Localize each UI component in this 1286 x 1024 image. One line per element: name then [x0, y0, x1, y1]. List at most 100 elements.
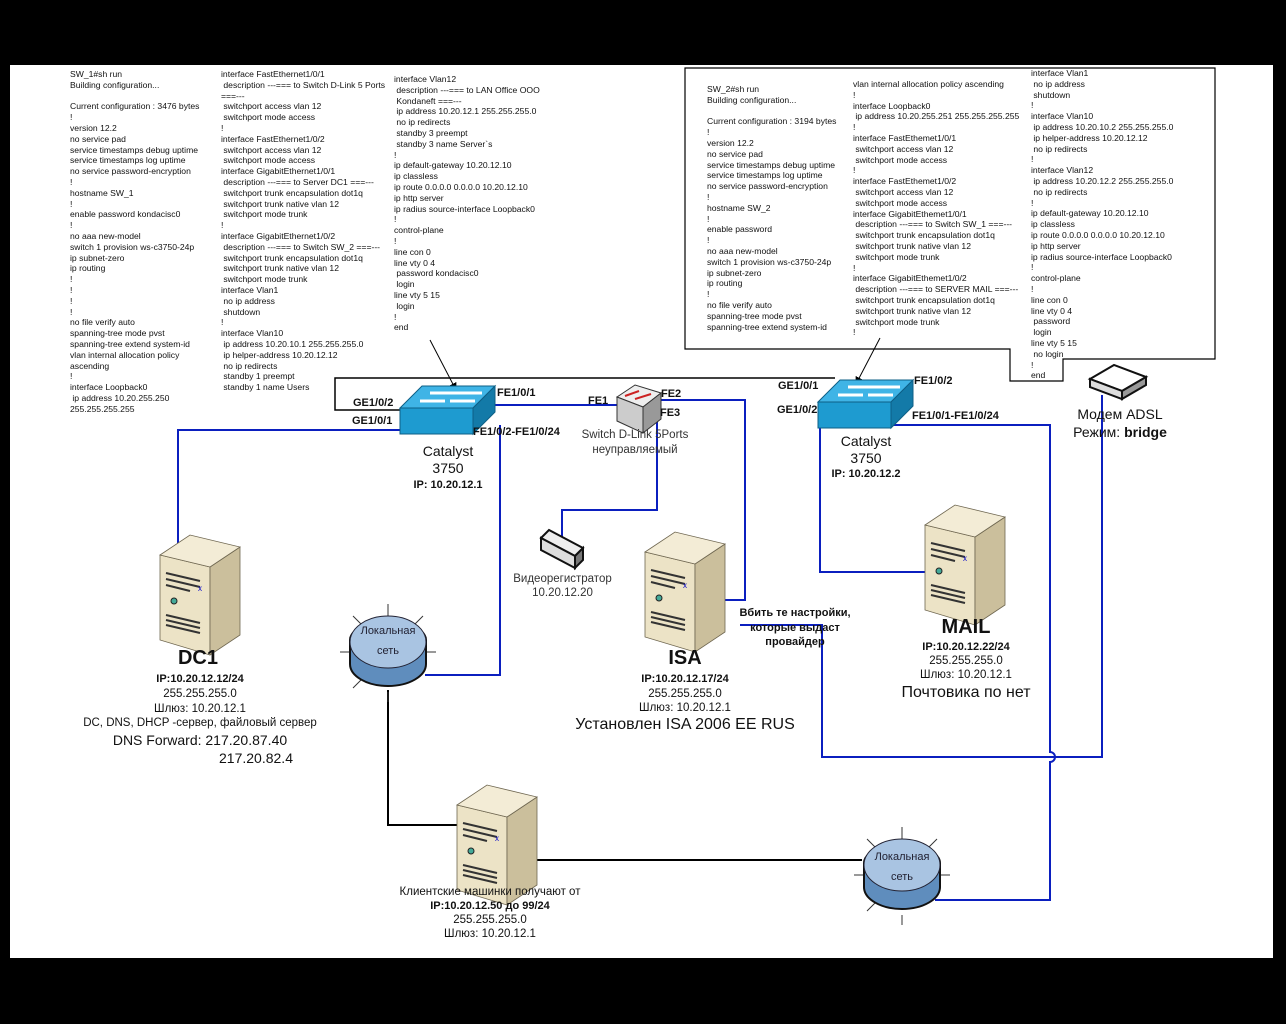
mail-ip: IP:10.20.12.22/24: [922, 641, 1010, 653]
config-line: ip address 10.20.12.2 255.255.255.0: [1031, 175, 1174, 186]
isa-mask: 255.255.255.0: [648, 688, 722, 700]
config-line: ​: [707, 106, 836, 117]
config-line: line con 0: [394, 246, 431, 257]
config-line: !: [707, 235, 710, 246]
config-line: switchport access vlan 12: [221, 144, 322, 155]
isa-note: Установлен ISA 2006 EE RUS: [575, 716, 795, 733]
config-line: no service pad: [70, 133, 126, 144]
config-line: !: [853, 122, 856, 133]
config-line: interface FastEthemet1/0/2: [853, 176, 957, 187]
config-line: ip helper-address 10.20.12.12: [221, 349, 338, 360]
isa-name: ISA: [668, 647, 702, 669]
dc1-mask: 255.255.255.0: [163, 688, 237, 700]
config-line: service timestamps debug uptime: [70, 144, 199, 155]
config-line: ip default-gateway 10.20.12.10: [394, 160, 512, 171]
config-line: ip routing: [707, 278, 743, 289]
modem-mode-label: Режим:: [1073, 424, 1121, 440]
config-line: Building configuration...: [707, 94, 797, 105]
link-sw2-mail: [819, 425, 940, 573]
config-line: standby 3 preempt: [394, 127, 468, 138]
config-line: !: [707, 127, 710, 138]
dc1-server-icon[interactable]: [159, 534, 241, 656]
config-line: no ip address: [1031, 78, 1085, 89]
sw1-name: Catalyst: [422, 443, 474, 459]
config-line: line vty 0 4: [1031, 305, 1073, 316]
config-line: interface FastEthemet1/0/1: [853, 132, 957, 143]
config-line: vlan internal allocation policy: [70, 349, 180, 360]
config-line: no aaa new-model: [707, 245, 778, 256]
config-line: password: [1031, 316, 1071, 327]
config-line: spanning-tree mode pvst: [707, 310, 802, 321]
mail-mask: 255.255.255.0: [929, 655, 1003, 667]
video-recorder-icon[interactable]: [539, 528, 585, 571]
videoreg-ip: 10.20.12.20: [532, 587, 593, 599]
mail-gateway: Шлюз: 10.20.12.1: [920, 669, 1012, 681]
config-line: switchport mode access: [221, 112, 316, 123]
config-line: switch 1 provision ws-c3750-24p: [70, 241, 195, 252]
config-line: line vty 5 15: [394, 289, 440, 300]
config-line: spanning-tree mode pvst: [70, 328, 165, 339]
config-line: ip routing: [70, 263, 106, 274]
adsl-modem-icon[interactable]: [1087, 363, 1149, 401]
sw2-port-ge2: GE1/0/2: [777, 404, 818, 416]
config-line: !: [707, 289, 710, 300]
config-line: no login: [1031, 348, 1064, 359]
sw2-port-fe2: FE1/0/2: [914, 375, 953, 387]
dc1-roles: DC, DNS, DHCP -сервер, файловый сервер: [83, 717, 317, 729]
config-line: Kondaneft ===---: [394, 95, 462, 106]
config-line: spanning-tree extend system-id: [707, 321, 827, 332]
config-line: enable password: [707, 224, 772, 235]
config-line: interface GigabitEthernet1/0/2: [221, 230, 336, 241]
config-line: description ---=== to LAN Office OOO: [394, 84, 540, 95]
dlink-port-fe3: FE3: [660, 407, 681, 419]
config-line: ip subnet-zero: [707, 267, 762, 278]
config-line: !: [707, 213, 710, 224]
config-line: interface GigabitEthemet1/0/2: [853, 273, 967, 284]
sw2-port-ge1: GE1/0/1: [778, 380, 819, 392]
sw2-config-box: [684, 67, 1216, 382]
config-line: !: [70, 284, 73, 295]
config-line: standby 3 name Server`s: [394, 138, 493, 149]
config-line: ip radius source-interface Loopback0: [394, 203, 535, 214]
dlink-switch-icon[interactable]: [615, 384, 663, 435]
config-line: ip helper-address 10.20.12.12: [1031, 132, 1148, 143]
config-line: !: [221, 122, 224, 133]
config-line: !: [394, 214, 397, 225]
catalyst-switch-2-icon[interactable]: [816, 378, 915, 430]
config-line: !: [70, 176, 73, 187]
link-sw1-sw2-trunk: [334, 377, 835, 411]
config-line: Current configuration : 3476 bytes: [70, 101, 200, 112]
config-line: !: [70, 220, 73, 231]
config-line: ip subnet-zero: [70, 252, 125, 263]
lan1-label-1: Локальная: [360, 625, 416, 637]
config-line: no ip redirects: [394, 117, 451, 128]
sw1-port-ge2: GE1/0/2: [353, 397, 394, 409]
config-line: service timestamps log uptime: [707, 170, 823, 181]
isa-server-icon[interactable]: [644, 531, 726, 653]
config-line: line con 0: [1031, 294, 1068, 305]
isa-gateway: Шлюз: 10.20.12.1: [639, 702, 731, 714]
config-line: !: [70, 295, 73, 306]
config-line: login: [394, 279, 415, 290]
config-line: password kondacisc0: [394, 268, 479, 279]
config-line: interface Vlan10: [1031, 111, 1094, 122]
link-sw1-lan1: [425, 425, 501, 676]
config-line: !: [853, 165, 856, 176]
lan1-label-2: сеть: [376, 645, 400, 657]
config-line: shutdown: [1031, 89, 1071, 100]
config-line: no ip redirects: [221, 360, 278, 371]
config-line: !: [70, 371, 73, 382]
config-line: switchport mode trunk: [221, 274, 308, 285]
config-line: no file verify auto: [707, 299, 772, 310]
config-line: ip address 10.20.10.1 255.255.255.0: [221, 338, 364, 349]
config-line: no service pad: [707, 148, 763, 159]
config-line: ip address 10.20.12.1 255.255.255.0: [394, 106, 537, 117]
config-line: interface GigabitEthemet1/0/1: [853, 208, 967, 219]
config-line: !: [221, 220, 224, 231]
config-line: ascending: [70, 360, 110, 371]
config-line: switchport mode access: [853, 154, 948, 165]
config-line: interface FastEthernet1/0/2: [221, 133, 325, 144]
dc1-ip: IP:10.20.12.12/24: [156, 673, 244, 685]
mail-server-icon[interactable]: [924, 504, 1006, 626]
